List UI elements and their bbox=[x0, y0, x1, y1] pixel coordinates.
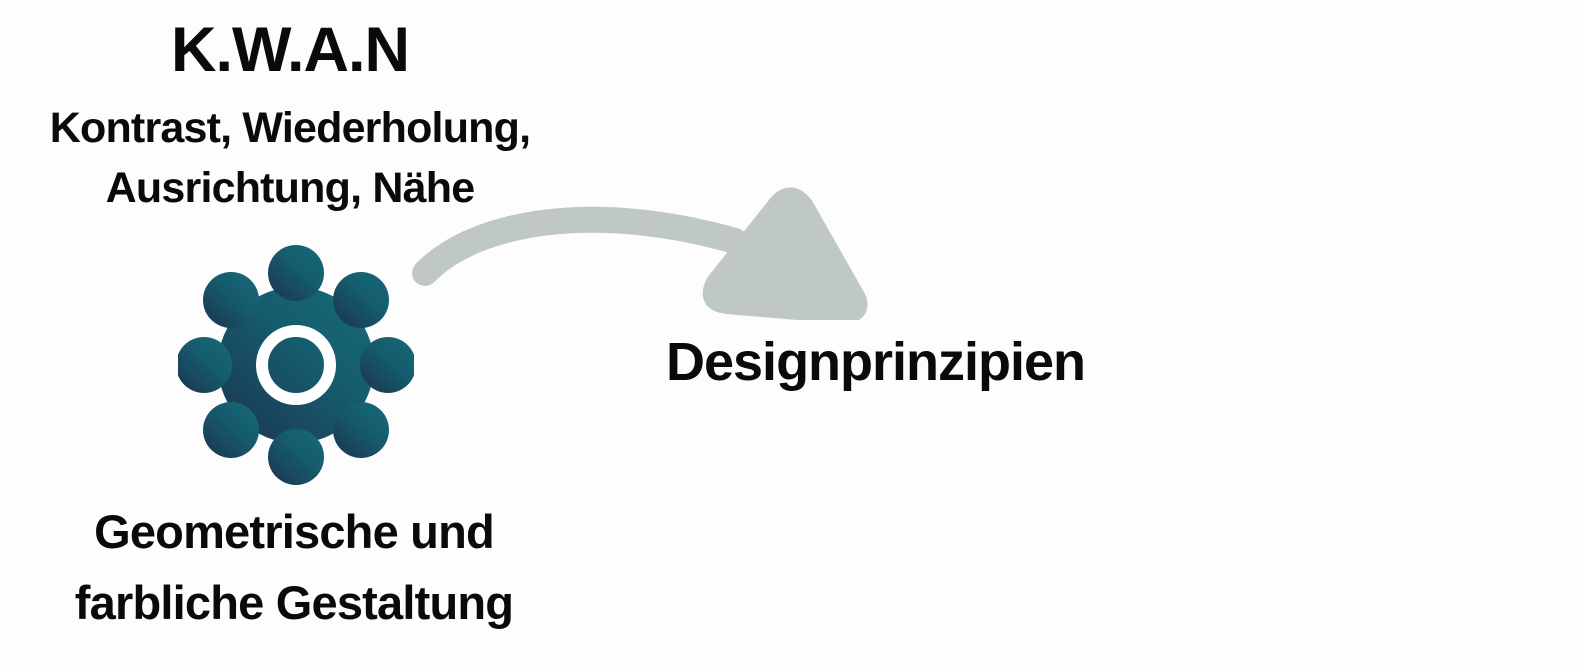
gear-hub-ring bbox=[256, 325, 336, 405]
kwan-title: K.W.A.N bbox=[171, 15, 410, 85]
arrow-tail bbox=[412, 206, 748, 286]
kwan-subtitle: Kontrast, Wiederholung, Ausrichtung, Näh… bbox=[49, 104, 531, 213]
curved-arrow-svg bbox=[412, 187, 868, 324]
gear-icon bbox=[176, 238, 416, 492]
gear-body bbox=[176, 245, 416, 485]
gear-icon-svg bbox=[176, 245, 416, 485]
target-label: Designprinzipien bbox=[666, 332, 1086, 392]
gear-caption: Geometrische und farbliche Gestaltung bbox=[74, 505, 514, 630]
arrow-head bbox=[702, 187, 868, 324]
curved-arrow-icon bbox=[405, 185, 875, 324]
